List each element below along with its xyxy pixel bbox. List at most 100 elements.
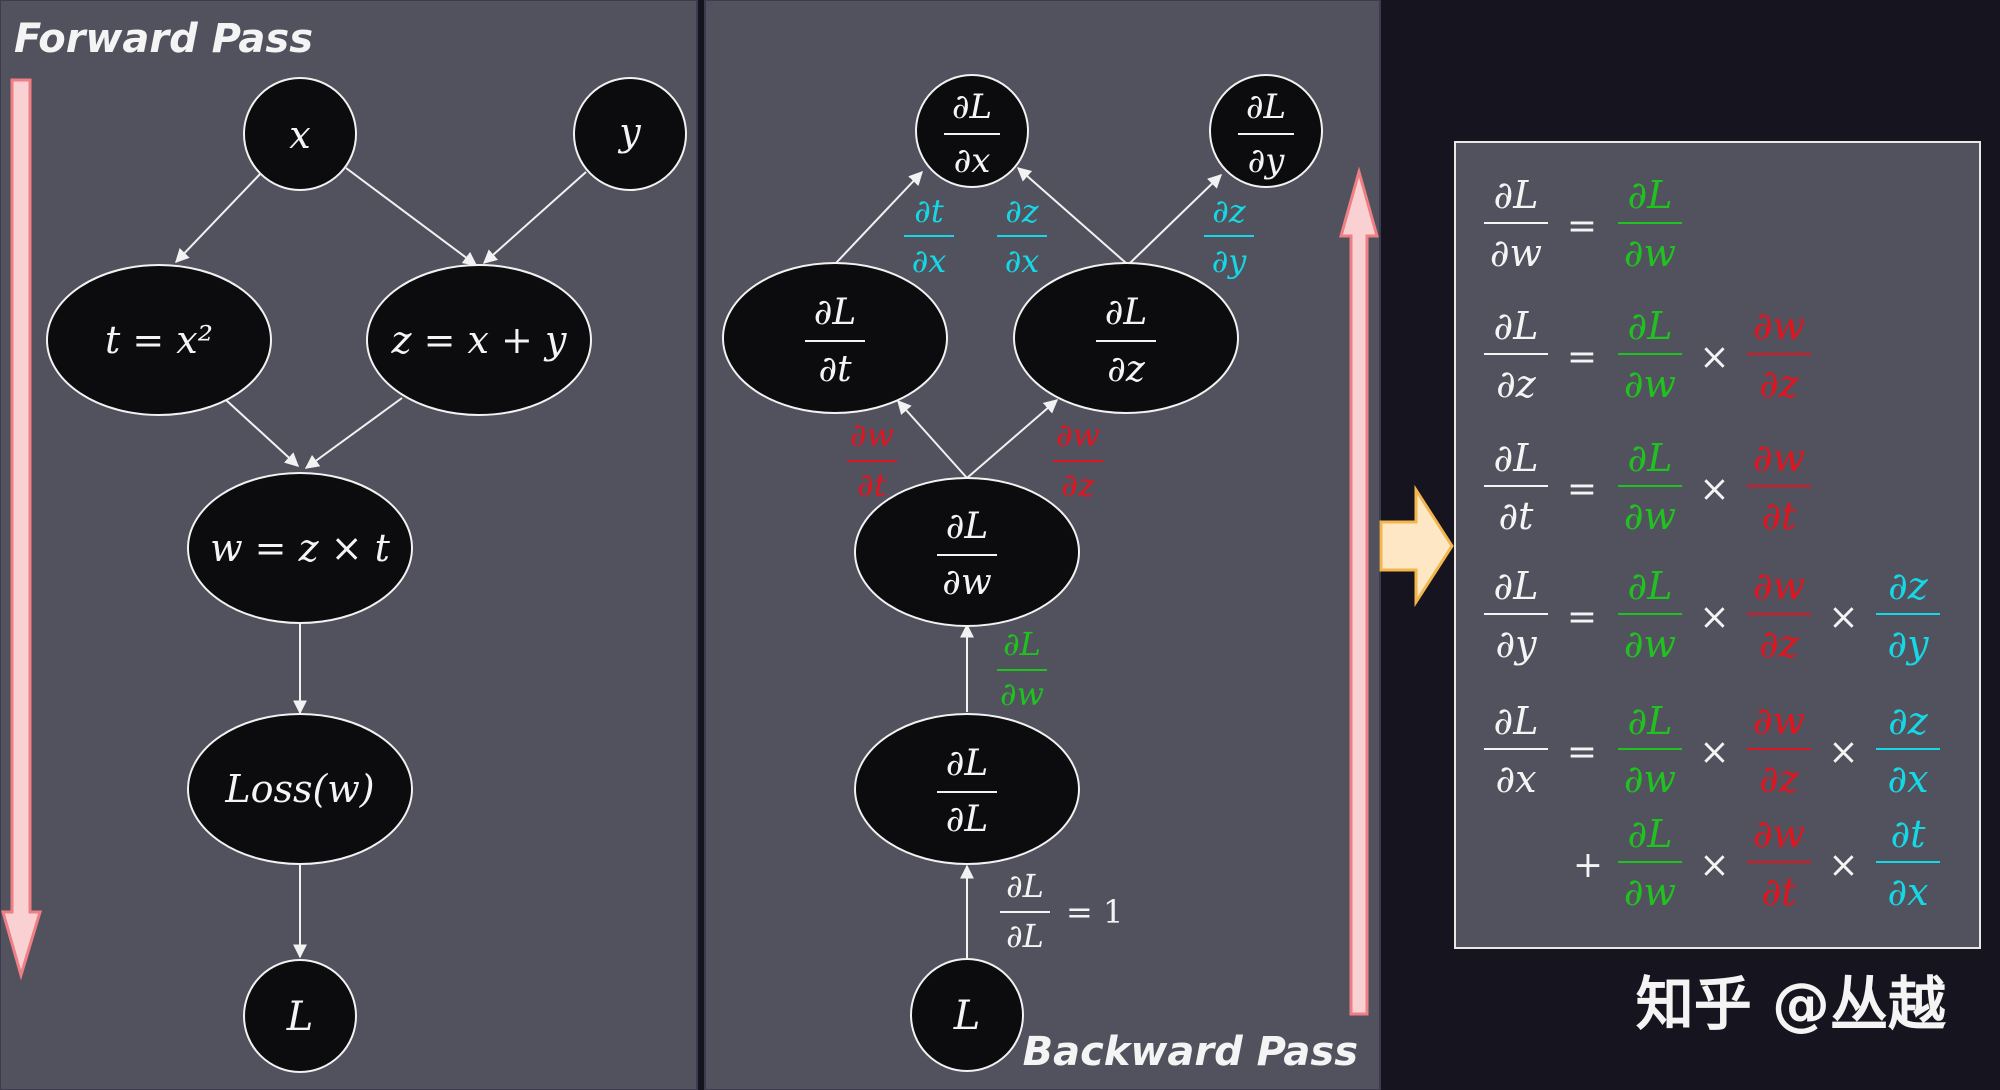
svg-text:∂x: ∂x xyxy=(1887,757,1928,801)
backward-node-dLdL: ∂L ∂L xyxy=(854,713,1080,865)
backward-node-dLdx: ∂L ∂x xyxy=(915,74,1029,188)
equals-sign: = xyxy=(1567,337,1597,378)
svg-text:∂w: ∂w xyxy=(942,562,992,603)
watermark: 知乎 @丛越 xyxy=(1636,970,1947,1038)
backward-node-dLdt: ∂L ∂t xyxy=(722,262,948,414)
term-fraction: ∂w∂t xyxy=(1747,812,1811,914)
svg-text:∂t: ∂t xyxy=(1762,870,1798,914)
svg-text:y: y xyxy=(617,110,641,154)
svg-text:∂t: ∂t xyxy=(914,192,944,230)
svg-text:∂L: ∂L xyxy=(1006,917,1044,955)
svg-text:∂z: ∂z xyxy=(1005,192,1040,230)
svg-text:∂w: ∂w xyxy=(1624,870,1676,914)
svg-text:∂z: ∂z xyxy=(1061,466,1096,504)
times-sign: × xyxy=(1699,337,1729,378)
svg-text:∂L: ∂L xyxy=(814,292,857,333)
backward-node-dLdz: ∂L ∂z xyxy=(1013,262,1239,414)
svg-text:∂w: ∂w xyxy=(850,416,894,454)
svg-text:∂w: ∂w xyxy=(1624,757,1676,801)
svg-text:∂L: ∂L xyxy=(1628,564,1673,608)
svg-text:z = x + y: z = x + y xyxy=(391,318,567,362)
svg-text:∂w: ∂w xyxy=(1056,416,1100,454)
forward-node-y: y xyxy=(573,77,687,191)
svg-text:∂w: ∂w xyxy=(1753,304,1805,348)
times-sign: × xyxy=(1699,469,1729,510)
lhs-fraction: ∂L∂y xyxy=(1484,564,1548,666)
lhs-fraction: ∂L∂w xyxy=(1484,173,1548,275)
svg-text:∂y: ∂y xyxy=(1887,622,1929,666)
backward-node-dLdw: ∂L ∂w xyxy=(854,477,1080,627)
svg-text:∂L: ∂L xyxy=(1494,304,1539,348)
edge-label-dzdx: ∂z ∂x xyxy=(997,192,1047,280)
svg-text:∂w: ∂w xyxy=(1490,231,1542,275)
svg-text:∂z: ∂z xyxy=(1888,564,1929,608)
svg-text:L: L xyxy=(953,993,981,1039)
term-fraction: ∂w∂t xyxy=(1747,436,1811,538)
svg-text:∂L: ∂L xyxy=(1628,812,1673,856)
svg-text:∂w: ∂w xyxy=(1624,494,1676,538)
forward-node-z: z = x + y xyxy=(366,264,592,416)
plus-sign: + xyxy=(1573,845,1603,886)
forward-node-t: t = x² xyxy=(46,264,272,416)
term-fraction: ∂L∂w xyxy=(1618,173,1682,275)
lhs-fraction: ∂L∂t xyxy=(1484,436,1548,538)
term-fraction: ∂L∂w xyxy=(1618,436,1682,538)
svg-text:∂x: ∂x xyxy=(1005,242,1040,280)
svg-text:∂z: ∂z xyxy=(1759,757,1800,801)
equation-row1: ∂L∂w=∂L∂w xyxy=(1484,173,1682,275)
svg-text:∂L: ∂L xyxy=(1105,292,1148,333)
svg-text:∂z: ∂z xyxy=(1759,622,1800,666)
right-arrow xyxy=(1379,484,1454,608)
equals-sign: = xyxy=(1567,206,1597,247)
svg-text:∂t: ∂t xyxy=(1499,494,1535,538)
svg-text:L: L xyxy=(286,994,314,1040)
edge-label-seed: ∂L ∂L = 1 xyxy=(1000,867,1123,955)
svg-text:∂z: ∂z xyxy=(1888,699,1929,743)
svg-text:∂y: ∂y xyxy=(1248,141,1286,181)
svg-text:∂w: ∂w xyxy=(1753,699,1805,743)
backward-node-dLdy: ∂L ∂y xyxy=(1209,74,1323,188)
svg-text:∂L: ∂L xyxy=(1246,87,1286,127)
svg-text:Loss(w): Loss(w) xyxy=(224,767,374,811)
term-fraction: ∂L∂w xyxy=(1618,304,1682,406)
term-fraction: ∂z ∂x xyxy=(1876,699,1940,801)
edge-label-dtdx: ∂t ∂x xyxy=(904,192,954,280)
equation-row4: ∂L∂y=∂L∂w∂w∂z×∂z∂y× xyxy=(1484,564,1940,666)
svg-text:∂L: ∂L xyxy=(946,799,989,840)
times-sign: × xyxy=(1828,732,1858,773)
forward-node-x: x xyxy=(243,77,357,191)
backward-title: Backward Pass xyxy=(1023,1029,1358,1075)
svg-text:∂w: ∂w xyxy=(1624,622,1676,666)
forward-node-w: w = z × t xyxy=(187,472,413,624)
term-fraction: ∂L ∂w xyxy=(1618,564,1682,666)
svg-text:∂L: ∂L xyxy=(1628,173,1673,217)
equation-row6: +∂L∂w∂w∂t×∂t∂x× xyxy=(1573,812,1940,914)
svg-text:∂z: ∂z xyxy=(1107,349,1146,390)
svg-text:∂L: ∂L xyxy=(1006,867,1044,905)
forward-direction-arrow xyxy=(1,78,43,981)
svg-text:∂w: ∂w xyxy=(1753,436,1805,480)
svg-text:∂x: ∂x xyxy=(954,141,991,181)
edge-label-dzdy: ∂z ∂y xyxy=(1204,192,1254,280)
svg-text:∂L: ∂L xyxy=(946,743,989,784)
edge-label-dwdz: ∂w ∂z xyxy=(1053,416,1103,504)
edge-label-dLdw: ∂L ∂w xyxy=(997,625,1047,713)
equation-row3: ∂L∂t=∂L∂w∂w∂t× xyxy=(1484,436,1811,538)
edge-label-dwdt: ∂w ∂t xyxy=(847,416,897,504)
svg-text:∂t: ∂t xyxy=(818,349,852,390)
svg-text:∂L: ∂L xyxy=(1003,625,1041,663)
times-sign: × xyxy=(1828,845,1858,886)
term-fraction: ∂w ∂z xyxy=(1747,564,1811,666)
svg-text:∂w: ∂w xyxy=(1000,675,1044,713)
times-sign: × xyxy=(1699,597,1729,638)
svg-text:= 1: = 1 xyxy=(1066,893,1123,931)
svg-text:∂L: ∂L xyxy=(1628,699,1673,743)
svg-text:∂z: ∂z xyxy=(1759,362,1800,406)
svg-text:t = x²: t = x² xyxy=(105,318,213,362)
svg-text:∂w: ∂w xyxy=(1624,362,1676,406)
svg-text:∂w: ∂w xyxy=(1753,564,1805,608)
times-sign: × xyxy=(1699,845,1729,886)
equals-sign: = xyxy=(1567,469,1597,510)
term-fraction: ∂L ∂w xyxy=(1618,812,1682,914)
